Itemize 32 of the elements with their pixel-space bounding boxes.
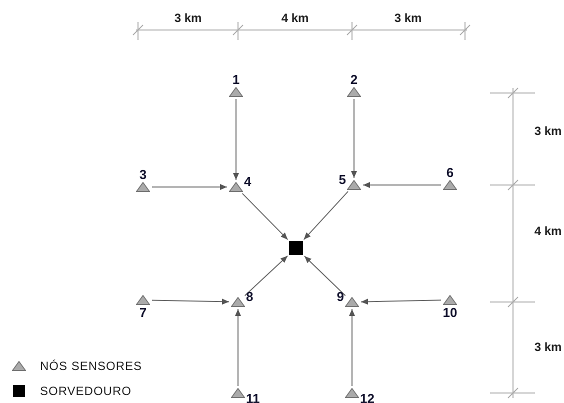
- arrow: [349, 308, 355, 386]
- dimension-label: 3 km: [534, 340, 562, 354]
- arrow: [233, 98, 239, 180]
- node-number: 1: [232, 73, 240, 86]
- dimension-label: 3 km: [394, 11, 422, 25]
- arrow: [304, 256, 346, 296]
- legend-label: NÓS SENSORES: [40, 359, 142, 373]
- node-number: 11: [246, 392, 260, 403]
- node-number: 12: [360, 392, 374, 403]
- arrow: [360, 298, 442, 305]
- arrow: [235, 308, 241, 386]
- arrow: [152, 298, 230, 305]
- node-number: 7: [139, 306, 147, 319]
- node-number: 9: [336, 290, 344, 302]
- node-number: 8: [246, 290, 254, 302]
- node-number: 5: [338, 172, 346, 186]
- node-number: 3: [139, 168, 147, 181]
- arrow: [244, 255, 288, 296]
- dimension-label: 4 km: [281, 11, 309, 25]
- arrow: [362, 182, 442, 188]
- dimension-label: 4 km: [534, 224, 562, 238]
- dimension-label: 3 km: [174, 11, 202, 25]
- arrow: [303, 190, 349, 240]
- node-number: 4: [244, 174, 252, 188]
- node-number: 2: [350, 73, 358, 86]
- node-number: 10: [442, 306, 458, 319]
- arrow: [351, 98, 357, 178]
- legend-label: SORVEDOURO: [40, 384, 132, 398]
- dimension-label: 3 km: [534, 124, 562, 138]
- node-number: 6: [446, 166, 454, 179]
- arrow: [152, 184, 228, 190]
- arrow: [242, 192, 288, 240]
